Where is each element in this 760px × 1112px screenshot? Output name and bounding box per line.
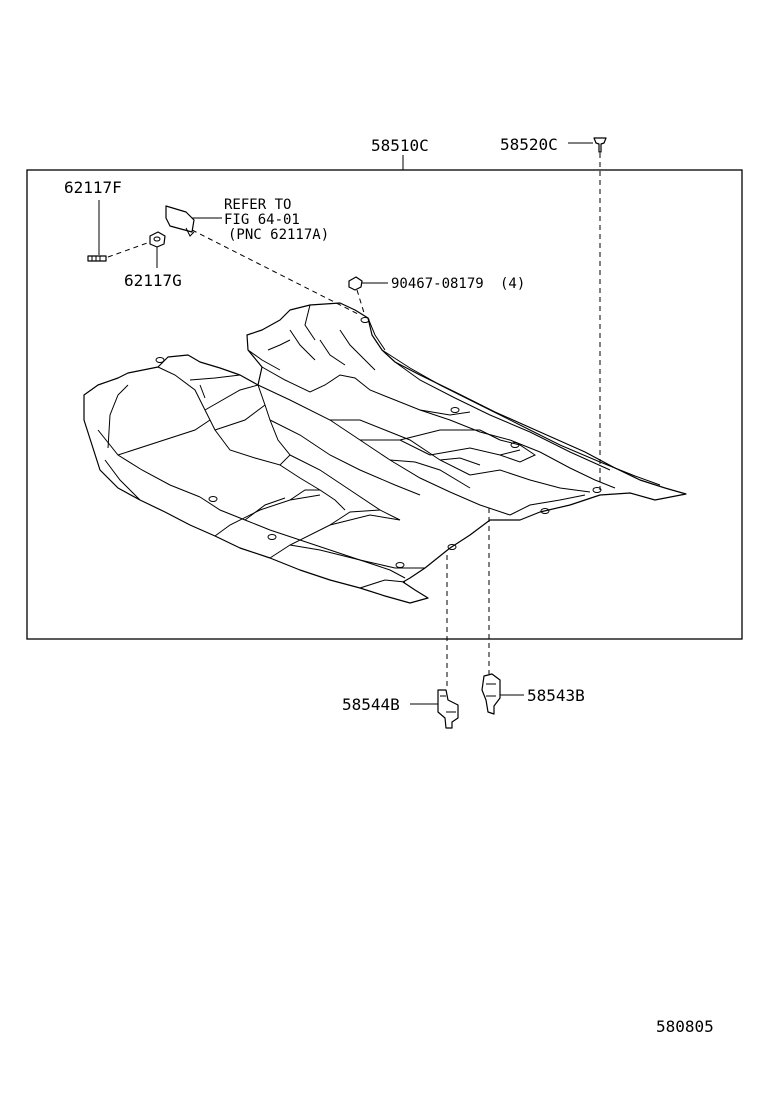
label-refer-line3: (PNC 62117A) [228, 227, 329, 243]
bracket-left-icon [437, 689, 459, 729]
label-clip-bolt: 90467-08179 [391, 276, 484, 292]
label-clip-top: 58520C [500, 135, 558, 154]
clip-bolt-dashline [356, 289, 366, 317]
label-clip-bolt-qty: (4) [500, 276, 525, 292]
refer-dashline [191, 229, 361, 316]
label-refer-line2: FIG 64-01 [224, 212, 300, 228]
clip-bolt-icon [348, 276, 363, 291]
pin-icon [87, 255, 107, 262]
label-main-part: 58510C [371, 136, 429, 155]
diagram-code: 580805 [656, 1017, 714, 1036]
clip-icon [593, 137, 607, 153]
cover-panel-icon [165, 205, 195, 237]
assembly-frame [26, 169, 743, 640]
retainer-icon [149, 231, 166, 248]
label-bracket-left: 58544B [342, 695, 400, 714]
pin-dashline [107, 241, 151, 258]
label-pin-left: 62117F [64, 178, 122, 197]
label-refer-line1: REFER TO [224, 197, 291, 213]
label-bracket-right: 58543B [527, 686, 585, 705]
bracket-right-icon [481, 673, 501, 715]
floor-carpet-assembly [83, 302, 687, 604]
label-retainer-left: 62117G [124, 271, 182, 290]
